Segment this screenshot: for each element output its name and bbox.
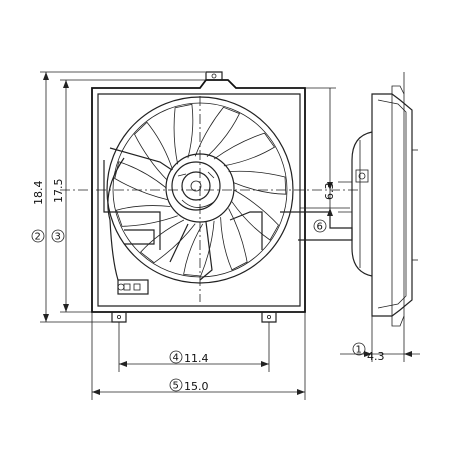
callout-1: 1 xyxy=(352,342,366,356)
fan-blades xyxy=(114,103,287,277)
callout-5: 5 xyxy=(169,378,183,392)
support-struts xyxy=(103,147,298,281)
svg-text:3: 3 xyxy=(55,232,61,243)
dimension-height-overall xyxy=(40,71,205,323)
svg-text:4: 4 xyxy=(173,353,179,364)
dim-label-11-4: 11.4 xyxy=(184,352,209,365)
dim-label-17-5: 17.5 xyxy=(52,179,65,204)
dim-label-15-0: 15.0 xyxy=(184,380,209,393)
dimension-mount-spacing xyxy=(118,322,270,372)
fan-blade xyxy=(114,161,168,200)
fan-blade xyxy=(231,189,279,241)
callout-3: 3 xyxy=(51,229,65,243)
fan-blade xyxy=(173,103,194,165)
dimension-height-shroud xyxy=(60,79,206,313)
mount-bracket xyxy=(298,181,353,241)
callout-2: 2 xyxy=(31,229,45,243)
dim-label-6-3: 6.3 xyxy=(323,183,336,201)
fan-blade xyxy=(115,205,178,227)
svg-text:2: 2 xyxy=(35,232,41,243)
fan-blade xyxy=(134,121,173,181)
fan-blade xyxy=(213,132,276,167)
fan-blade xyxy=(228,170,287,195)
electrical-connector xyxy=(107,157,149,295)
dim-label-18-4: 18.4 xyxy=(32,181,45,206)
fan-blade xyxy=(183,220,215,277)
callout-4: 4 xyxy=(169,350,183,364)
side-view xyxy=(351,85,418,327)
fan-blade xyxy=(194,106,241,157)
svg-text:5: 5 xyxy=(173,381,179,392)
dimension-mount-offset xyxy=(300,87,350,226)
svg-text:1: 1 xyxy=(356,345,362,356)
fan-blade xyxy=(140,219,196,264)
motor-hub xyxy=(165,153,235,223)
dim-label-4-3: 4.3 xyxy=(367,350,385,363)
shroud-outline xyxy=(91,71,306,323)
dimension-width-overall xyxy=(91,312,306,400)
fan-blade xyxy=(220,208,248,271)
dimension-depth xyxy=(340,72,420,362)
callout-6: 6 xyxy=(313,219,327,233)
svg-text:6: 6 xyxy=(317,222,323,233)
